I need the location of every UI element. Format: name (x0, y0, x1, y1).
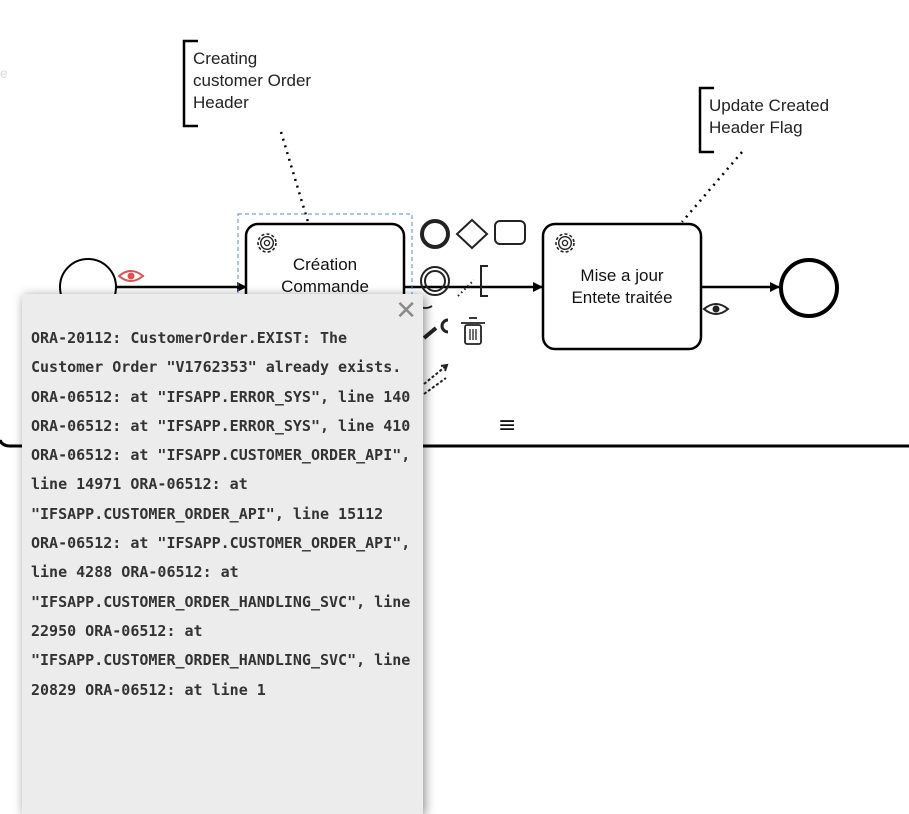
task-icon[interactable] (494, 220, 526, 245)
eye-icon[interactable] (702, 303, 730, 315)
association-line-1[interactable] (279, 131, 310, 223)
task-mise-a-jour[interactable] (541, 222, 703, 351)
association-line-2[interactable] (681, 151, 743, 223)
annotation-bracket-1[interactable] (182, 39, 198, 128)
text-annotation-icon[interactable] (457, 265, 488, 297)
annotation-bracket-2[interactable] (698, 86, 714, 154)
intermediate-event-icon[interactable] (420, 266, 450, 296)
task-label-mise-a-jour: Mise a jour Entete traitée (571, 266, 673, 307)
error-popup: ✕ ORA-20112: CustomerOrder.EXIST: The Cu… (22, 294, 423, 814)
annotation-text-1[interactable]: Creating customer Order Header (193, 49, 312, 112)
annotation-text-2[interactable]: Update Created Header Flag (709, 96, 830, 137)
red-eye-icon[interactable] (117, 270, 145, 282)
gateway-icon[interactable] (455, 218, 489, 250)
close-icon[interactable]: ✕ (395, 296, 417, 326)
pool-boundary (0, 439, 909, 448)
faded-canvas-glyph: e (0, 65, 8, 81)
error-message: ORA-20112: CustomerOrder.EXIST: The Cust… (31, 329, 420, 699)
change-type-icon[interactable] (422, 318, 449, 340)
end-event[interactable] (779, 258, 839, 318)
menu-icon[interactable]: ≡ (498, 413, 517, 438)
delete-icon[interactable] (461, 317, 485, 345)
end-event-icon[interactable] (420, 219, 450, 249)
connect-icon[interactable] (423, 363, 449, 395)
task-label-creation: Création Commande (281, 255, 369, 296)
